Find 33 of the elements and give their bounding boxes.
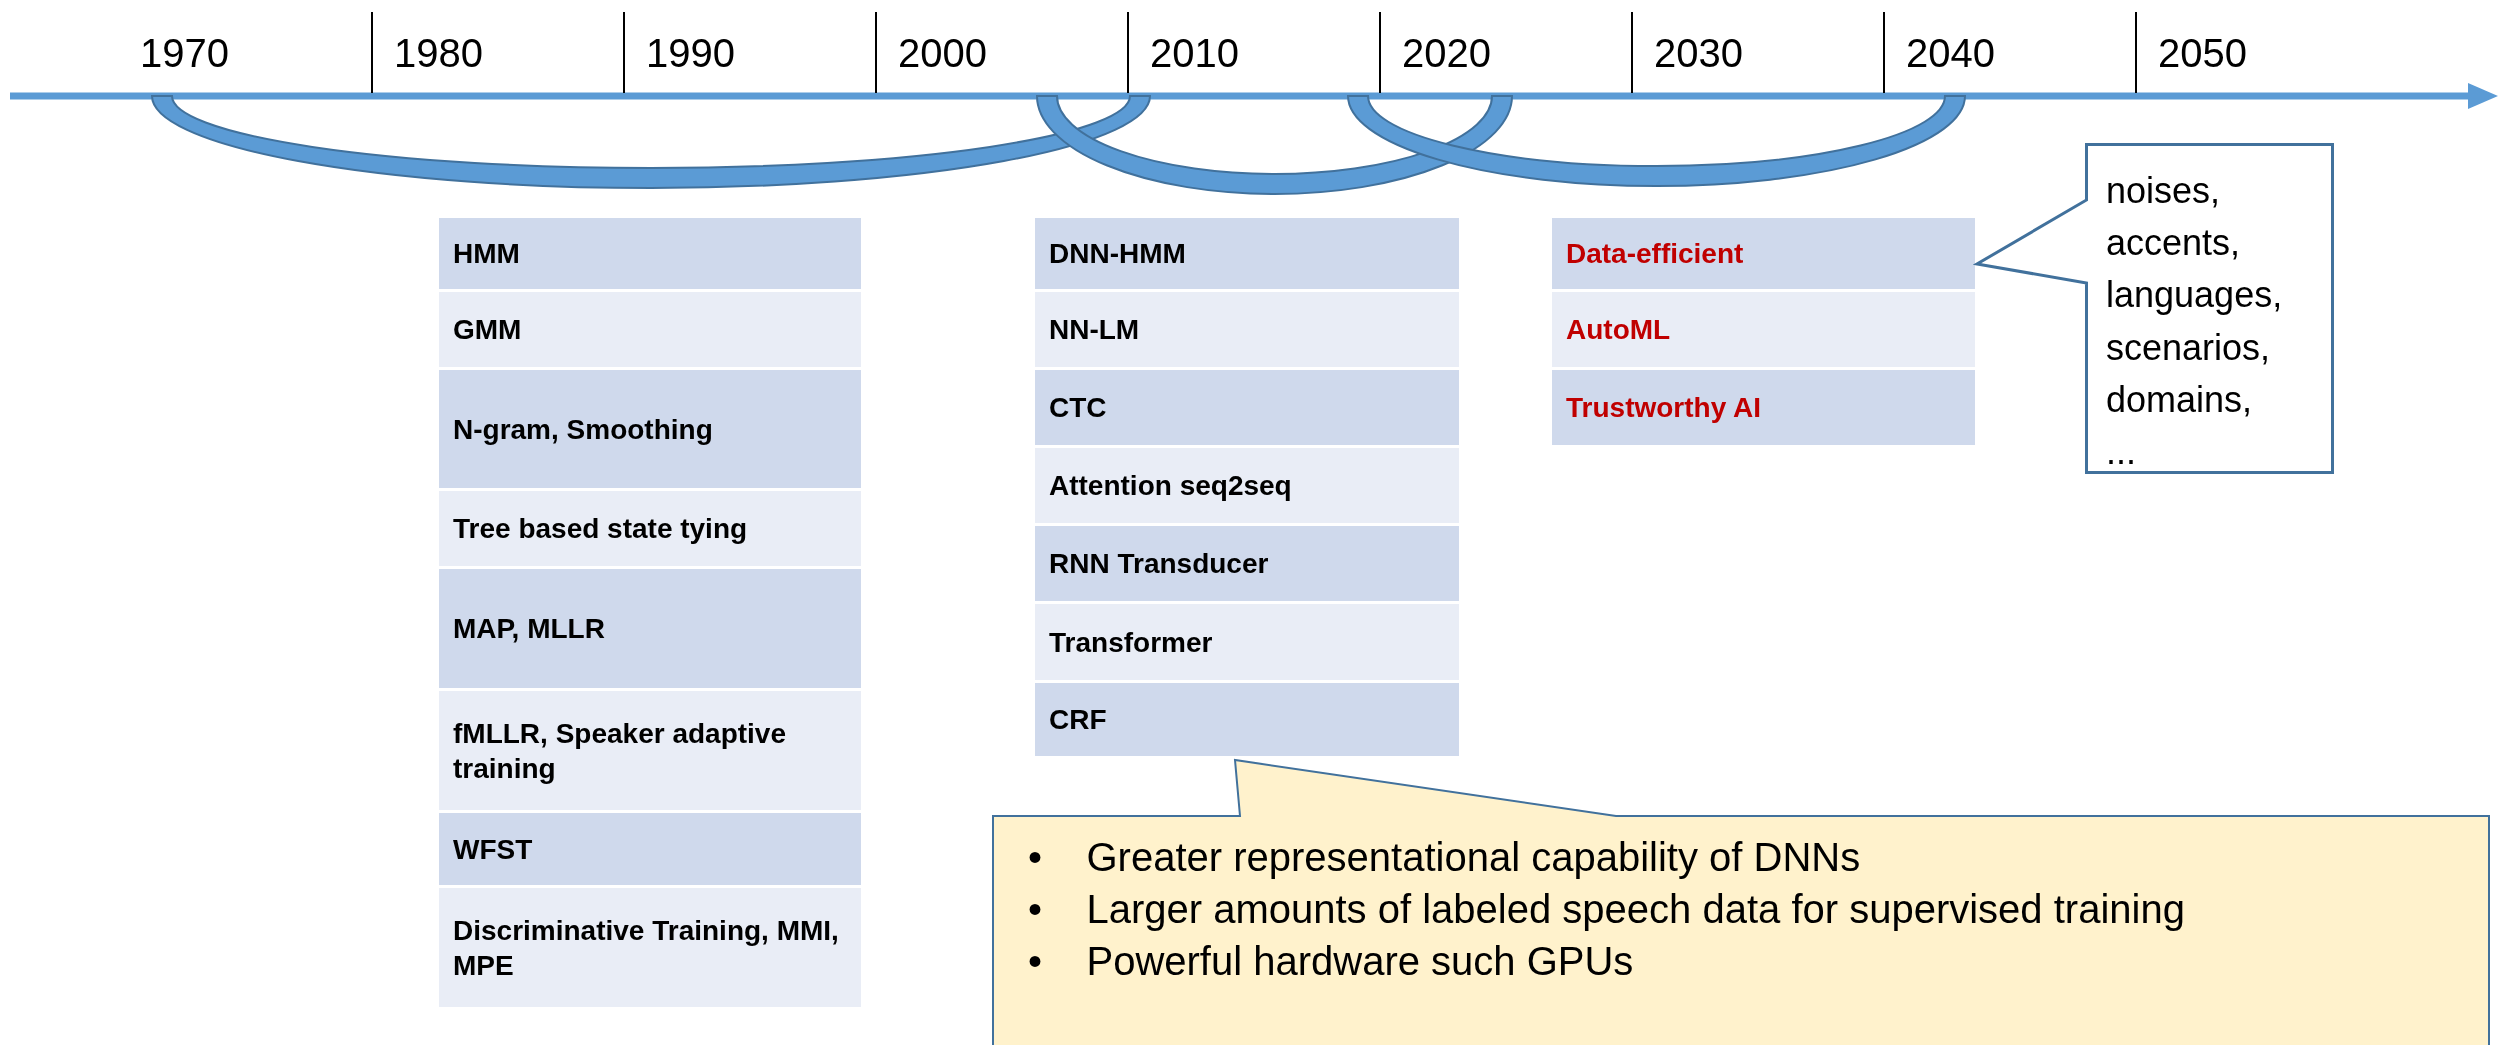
- bullet-text: • Greater representational capability of DNNs: [1028, 834, 1862, 881]
- technique-cell: WFST: [439, 813, 861, 885]
- technique-cell: DNN-HMM: [1035, 218, 1459, 289]
- technique-cell: Discriminative Training, MMI, MPE: [439, 888, 861, 1007]
- technique-cell: GMM: [439, 292, 861, 367]
- year-label: 1990: [646, 33, 735, 73]
- year-label: 2050: [2158, 33, 2247, 73]
- callout-box: [1975, 143, 2334, 474]
- technique-cell: MAP, MLLR: [439, 569, 861, 688]
- bullet-text: • Powerful hardware such GPUs: [1028, 938, 1635, 985]
- year-label: 1980: [394, 33, 483, 73]
- technique-cell: Data-efficient: [1552, 218, 1975, 289]
- technique-cell: N-gram, Smoothing: [439, 370, 861, 488]
- technique-cell: AutoML: [1552, 292, 1975, 367]
- technique-cell: CTC: [1035, 370, 1459, 445]
- year-label: 2040: [1906, 33, 1995, 73]
- technique-cell: HMM: [439, 218, 861, 289]
- technique-cell: Tree based state tying: [439, 491, 861, 566]
- technique-cell: CRF: [1035, 683, 1459, 756]
- bullet-text: • Larger amounts of labeled speech data for supervised training: [1028, 886, 2186, 933]
- technique-cell: Transformer: [1035, 604, 1459, 680]
- callout-box: [992, 759, 2490, 1045]
- technique-cell: NN-LM: [1035, 292, 1459, 367]
- technique-cell: fMLLR, Speaker adaptive training: [439, 691, 861, 810]
- technique-cell: RNN Transducer: [1035, 526, 1459, 601]
- callout-text: noises, accents, languages, scenarios, domains, ...: [2106, 169, 2284, 474]
- technique-cell: Trustworthy AI: [1552, 370, 1975, 445]
- year-label: 2000: [898, 33, 987, 73]
- year-label: 2010: [1150, 33, 1239, 73]
- year-label: 2030: [1654, 33, 1743, 73]
- year-label: 1970: [140, 33, 229, 73]
- year-label: 2020: [1402, 33, 1491, 73]
- technique-cell: Attention seq2seq: [1035, 448, 1459, 523]
